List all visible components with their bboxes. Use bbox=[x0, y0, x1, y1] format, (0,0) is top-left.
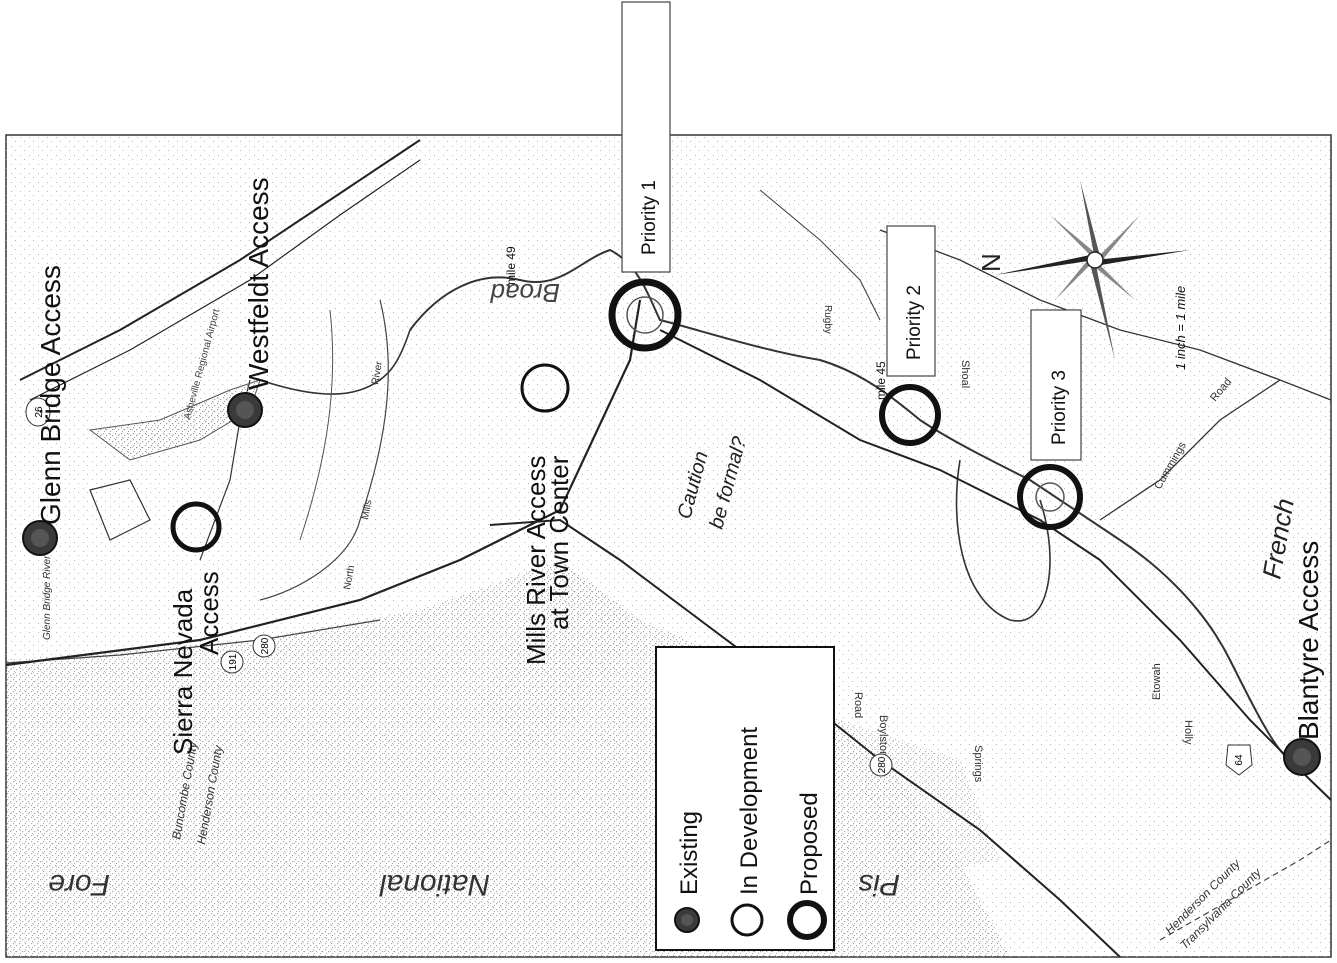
road-label-shoal: Shoal bbox=[959, 360, 971, 388]
forest-label-1: Fore bbox=[48, 868, 110, 901]
marker-priority-1-proposed[interactable] bbox=[608, 278, 682, 352]
river-label-broad: Broad bbox=[489, 278, 560, 308]
priority-3-box: Priority 3 bbox=[1030, 309, 1082, 461]
airport-area bbox=[88, 379, 261, 461]
forest-label-2: National bbox=[379, 868, 490, 901]
road-label-rugby: Rugby bbox=[822, 305, 833, 334]
county-boundary bbox=[5, 619, 381, 664]
scale-label: 1 inch = 1 mile bbox=[1173, 286, 1188, 370]
legend-label-existing: Existing bbox=[676, 811, 703, 895]
river-oxbow bbox=[955, 459, 1051, 622]
label-sierra-nevada-1: Sierra Nevada bbox=[168, 588, 198, 755]
road-label-holly: Holly bbox=[1182, 720, 1194, 745]
marker-mills-river-in-development[interactable] bbox=[520, 363, 570, 413]
interstate-26-b bbox=[29, 159, 421, 401]
svg-text:Priority 1: Priority 1 bbox=[639, 180, 660, 255]
legend-existing-icon bbox=[674, 907, 700, 933]
river-upstream bbox=[259, 329, 411, 395]
priority-1-box: Priority 1 bbox=[621, 1, 671, 273]
legend-label-proposed: Proposed bbox=[796, 792, 823, 895]
legend-proposed-icon bbox=[787, 900, 827, 940]
svg-text:64: 64 bbox=[1234, 754, 1245, 766]
road-label-springs: Springs bbox=[972, 745, 984, 783]
county-boundary-2 bbox=[1159, 839, 1332, 941]
french-broad-river bbox=[409, 248, 1291, 761]
road-label-etowah: Etowah bbox=[1151, 663, 1163, 700]
priority-2-box: Priority 2 bbox=[886, 225, 936, 377]
forest-label-3: Pis bbox=[858, 868, 900, 901]
marker-westfeldt-existing[interactable] bbox=[227, 392, 263, 428]
road-segment bbox=[1099, 379, 1281, 521]
label-mills-river-2: at Town Center bbox=[544, 455, 574, 630]
mile-45-label: mile 45 bbox=[874, 361, 888, 400]
label-sierra-nevada-2: Access bbox=[194, 571, 224, 655]
rugby-road bbox=[759, 189, 881, 321]
park-outline bbox=[89, 479, 151, 541]
forest-patch bbox=[480, 560, 640, 760]
label-glenn-bridge-access: Glenn Bridge Access bbox=[35, 265, 66, 525]
svg-text:Priority 2: Priority 2 bbox=[904, 285, 925, 360]
highway-64 bbox=[659, 329, 1332, 801]
compass-rose-icon bbox=[995, 180, 1190, 360]
road-label-north: North bbox=[342, 565, 357, 591]
marker-priority-2-proposed[interactable] bbox=[879, 384, 941, 446]
svg-text:26: 26 bbox=[34, 406, 45, 418]
svg-text:280: 280 bbox=[260, 637, 271, 654]
route-shield-280: 280 bbox=[252, 634, 276, 658]
north-mills-river bbox=[299, 309, 334, 541]
svg-text:Priority 3: Priority 3 bbox=[1049, 370, 1070, 445]
marker-glenn-bridge-existing[interactable] bbox=[22, 520, 58, 556]
route-shield-280-b: 280 bbox=[869, 753, 893, 777]
route-shield-191: 191 bbox=[220, 650, 244, 674]
marker-blantyre-existing[interactable] bbox=[1283, 738, 1321, 776]
label-westfeldt-access: Westfeldt Access bbox=[243, 177, 274, 390]
park-label: Glenn Bridge River Park bbox=[42, 531, 53, 640]
marker-sierra-nevada-in-development[interactable] bbox=[170, 501, 222, 553]
label-mills-river-1: Mills River Access bbox=[521, 456, 551, 665]
mile-49-label: mile 49 bbox=[504, 246, 518, 285]
marker-priority-3-proposed[interactable] bbox=[1017, 464, 1083, 530]
legend: Existing In Development Proposed bbox=[655, 646, 835, 951]
legend-label-in-development: In Development bbox=[736, 727, 763, 895]
road-label-river: River bbox=[370, 360, 385, 386]
label-blantyre-access: Blantyre Access bbox=[1293, 541, 1324, 740]
road-label-mills: Mills bbox=[360, 499, 374, 521]
legend-in-development-icon bbox=[730, 903, 764, 937]
svg-text:191: 191 bbox=[228, 653, 239, 670]
interstate-26 bbox=[19, 139, 421, 381]
svg-text:280: 280 bbox=[877, 756, 888, 773]
north-label: N bbox=[976, 253, 1006, 272]
mills-river bbox=[259, 299, 389, 601]
highway-191 bbox=[5, 299, 642, 667]
road-label-boylston: Boylston bbox=[877, 715, 889, 757]
road-label-road2: Road bbox=[852, 692, 864, 718]
route-shield-64: 64 bbox=[1225, 744, 1253, 776]
route-shield-26: 26 bbox=[25, 397, 51, 427]
